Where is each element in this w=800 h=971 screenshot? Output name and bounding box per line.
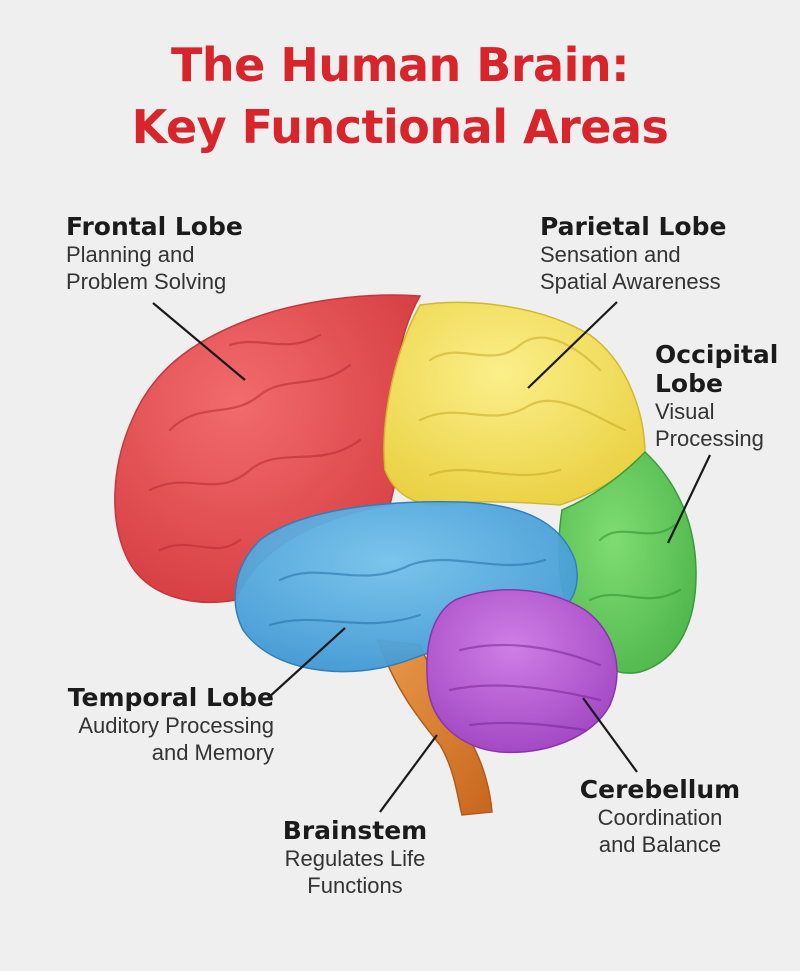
parietal-lobe-desc: Sensation and Spatial Awareness [540,241,726,295]
parietal-desc-line-2: Spatial Awareness [540,269,721,294]
brainstem-desc-line-2: Functions [307,873,403,898]
brainstem-desc: Regulates Life Functions [250,845,460,899]
cerebellum-desc-line-1: Coordination [597,805,723,830]
brainstem-desc-line-1: Regulates Life [284,846,426,871]
temporal-leader-line [267,627,346,699]
brainstem-leader-line [379,734,438,813]
cerebellum-region [426,589,618,754]
occipital-desc-line-1: Visual [655,399,715,424]
frontal-lobe-name: Frontal Lobe [66,212,243,241]
temporal-desc-line-2: and Memory [151,740,274,765]
temporal-lobe-desc: Auditory Processing and Memory [40,712,274,766]
cerebellum-desc-line-2: and Balance [598,832,722,857]
occipital-lobe-name: Occipital Lobe [655,340,778,398]
brainstem-name: Brainstem [282,816,428,845]
frontal-desc-line-2: Problem Solving [66,269,227,294]
gyri-texture [148,333,682,732]
occipital-name-line-1: Occipital [655,340,779,369]
occipital-name-line-2: Lobe [655,369,723,398]
frontal-lobe-label: Frontal Lobe Planning and Problem Solvin… [66,212,243,295]
cerebellum-leader-line [582,697,638,773]
occipital-leader-line [667,454,711,544]
frontal-lobe-desc: Planning and Problem Solving [66,241,243,295]
occipital-lobe-label: Occipital Lobe Visual Processing [655,340,778,452]
frontal-desc-line-1: Planning and [66,242,195,267]
parietal-desc-line-1: Sensation and [540,242,681,267]
cerebellum-desc: Coordination and Balance [570,804,750,858]
temporal-lobe-label: Temporal Lobe Auditory Processing and Me… [40,683,274,766]
temporal-lobe-name: Temporal Lobe [67,683,274,712]
frontal-leader-line [152,302,246,381]
parietal-lobe-name: Parietal Lobe [540,212,727,241]
occipital-lobe-desc: Visual Processing [655,398,778,452]
temporal-desc-line-1: Auditory Processing [78,713,274,738]
cerebellum-label: Cerebellum Coordination and Balance [570,775,750,858]
occipital-desc-line-2: Processing [655,426,764,451]
parietal-lobe-label: Parietal Lobe Sensation and Spatial Awar… [540,212,726,295]
title-line-1: The Human Brain: [170,38,630,92]
parietal-leader-line [527,301,618,389]
title-line-2: Key Functional Areas [131,100,669,154]
brainstem-label: Brainstem Regulates Life Functions [250,816,460,899]
cerebellum-name: Cerebellum [579,775,741,804]
